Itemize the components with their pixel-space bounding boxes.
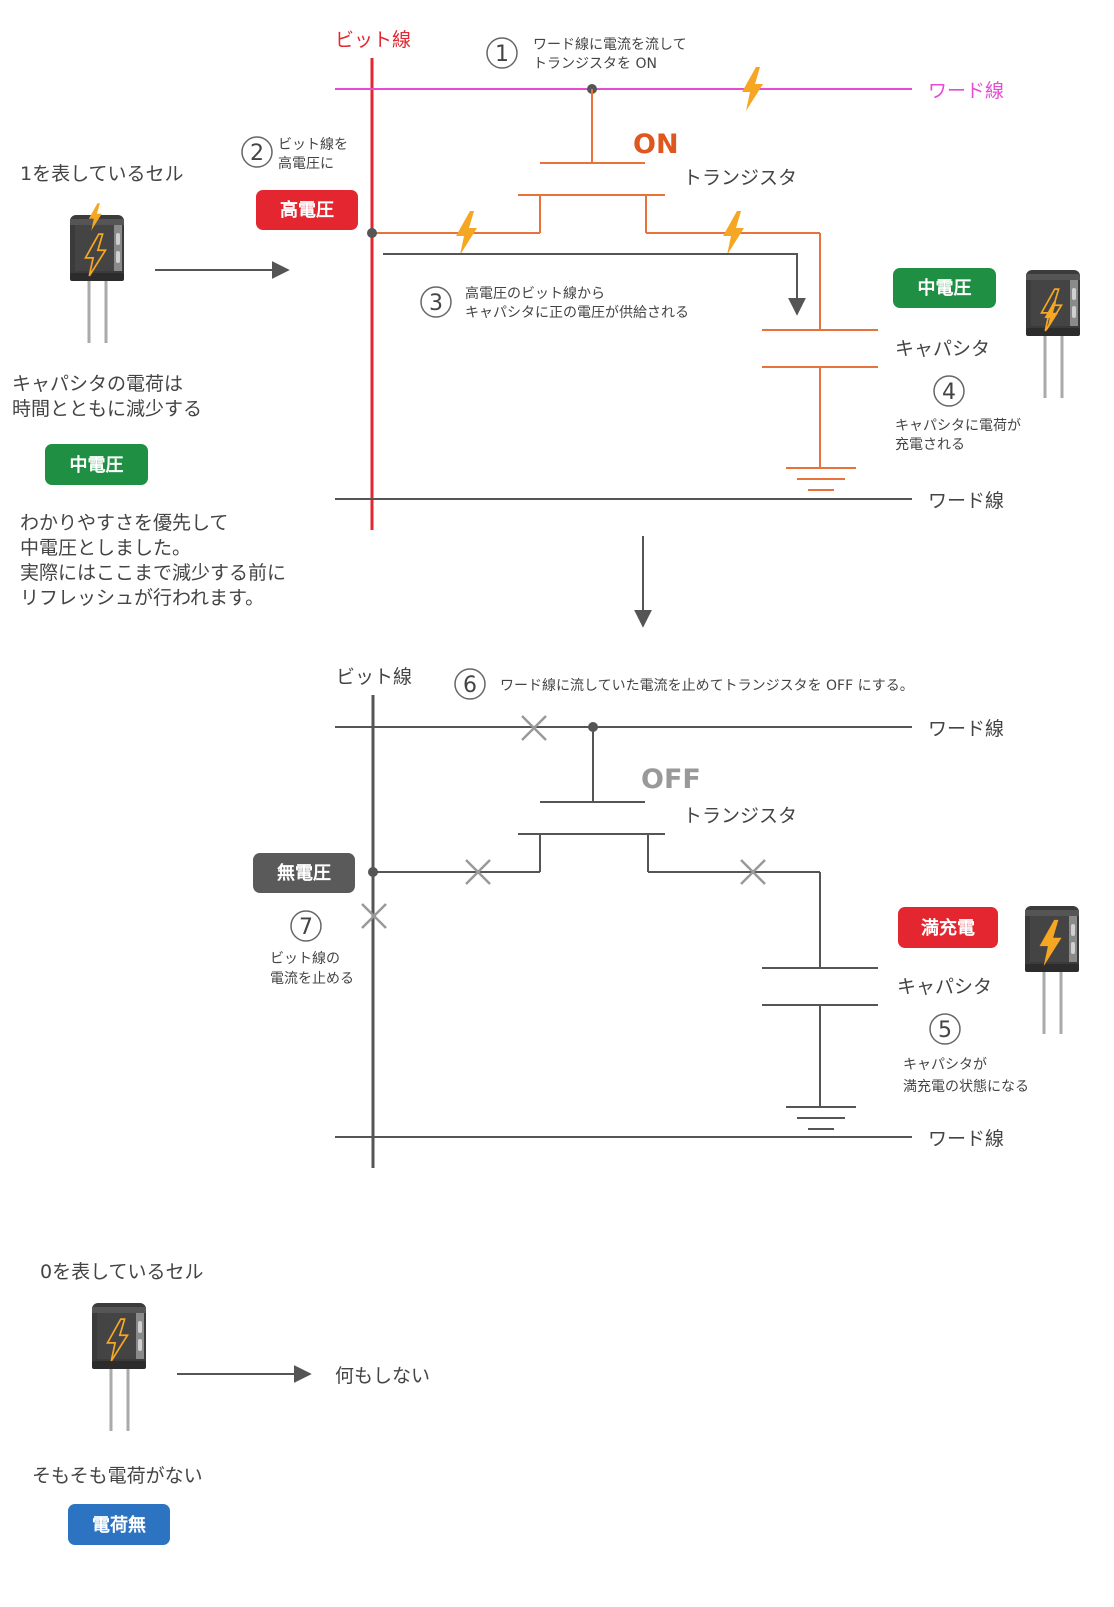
- step7-number: 7: [299, 915, 313, 940]
- step5-line1: キャパシタが: [903, 1057, 987, 1073]
- badge-full-charge: 満充電: [898, 907, 998, 948]
- badge-no-charge: 電荷無: [68, 1504, 170, 1545]
- zero-cell-section: 0を表しているセル 何もしない そもそも電荷がない 電荷無: [32, 1261, 430, 1545]
- diagram-write-on: ビット線 ワード線 1 ワード線に電流を流して トランジスタを ON ON トラ…: [241, 29, 1082, 530]
- left-panel: 1を表しているセル キャパシタの電荷は 時間とともに減少する 中電圧 わかりやす…: [12, 163, 290, 609]
- step1-line1: ワード線に電流を流して: [533, 37, 687, 53]
- diagram-write-off: ビット線 6 ワード線に流していた電流を止めてトランジスタを OFF にする。 …: [253, 666, 1081, 1168]
- capacitor-mid-charge-icon-right: [1024, 268, 1082, 400]
- word-line-top-label: ワード線: [928, 80, 1004, 102]
- step4-number: 4: [942, 380, 956, 405]
- step2-line2: 高電圧に: [278, 155, 334, 172]
- svg-text:中電圧: 中電圧: [70, 454, 124, 476]
- step6-text: ワード線に流していた電流を止めてトランジスタを OFF にする。: [500, 678, 914, 694]
- svg-text:電荷無: 電荷無: [92, 1514, 146, 1536]
- capacitor-full-charge-icon: [1023, 904, 1081, 1036]
- step3-line2: キャパシタに正の電圧が供給される: [465, 305, 689, 321]
- note-line1: わかりやすさを優先して: [20, 512, 228, 534]
- note-line4: リフレッシュが行われます。: [20, 587, 264, 609]
- step5-line2: 満充電の状態になる: [903, 1079, 1029, 1095]
- note-line3: 実際にはここまで減少する前に: [20, 562, 286, 584]
- capacitor-label: キャパシタ: [895, 338, 990, 360]
- current-flow-arrow: [383, 253, 806, 316]
- step3-line1: 高電圧のビット線から: [465, 285, 605, 302]
- word-line-top-label-2: ワード線: [928, 718, 1004, 740]
- step1-line2: トランジスタを ON: [533, 56, 657, 72]
- cell0-title: 0を表しているセル: [40, 1261, 204, 1283]
- stop-mark-icon: [740, 859, 766, 885]
- svg-text:満充電: 満充電: [921, 917, 975, 939]
- cell1-title: 1を表しているセル: [20, 163, 184, 185]
- step7-line2: 電流を止める: [270, 971, 354, 987]
- svg-text:無電圧: 無電圧: [277, 862, 331, 884]
- step4-line1: キャパシタに電荷が: [895, 418, 1021, 434]
- svg-text:高電圧: 高電圧: [280, 199, 334, 221]
- step2-number: 2: [250, 141, 264, 166]
- capacitor-label-2: キャパシタ: [897, 976, 992, 998]
- stop-mark-icon: [465, 859, 491, 885]
- bit-line-label-2: ビット線: [336, 666, 412, 688]
- badge-mid-right: 中電圧: [893, 268, 996, 308]
- bit-line-label: ビット線: [335, 29, 411, 51]
- transistor-label: トランジスタ: [683, 167, 797, 189]
- stop-mark-icon: [361, 903, 387, 929]
- capacitor-empty-icon: [90, 1301, 148, 1433]
- zero-result: 何もしない: [335, 1365, 430, 1387]
- step1-number: 1: [495, 42, 509, 67]
- stop-mark-icon: [521, 715, 547, 741]
- word-line-bottom-label-2: ワード線: [928, 1128, 1004, 1150]
- note-line2: 中電圧としました。: [20, 537, 191, 559]
- step6-number: 6: [463, 673, 477, 698]
- badge-mid-left: 中電圧: [45, 444, 148, 485]
- cap-decay-line1: キャパシタの電荷は: [12, 373, 183, 395]
- step5-number: 5: [938, 1018, 952, 1043]
- no-charge-text: そもそも電荷がない: [32, 1465, 203, 1487]
- transistor-label-2: トランジスタ: [683, 805, 797, 827]
- step2-line1: ビット線を: [278, 137, 348, 153]
- svg-text:中電圧: 中電圧: [918, 277, 972, 299]
- transistor-state-on: ON: [633, 129, 679, 160]
- badge-high-voltage: 高電圧: [256, 190, 358, 230]
- transistor-state-off: OFF: [641, 764, 701, 795]
- badge-no-voltage: 無電圧: [253, 853, 355, 893]
- cap-decay-line2: 時間とともに減少する: [12, 398, 202, 420]
- word-line-bottom-label: ワード線: [928, 490, 1004, 512]
- step7-line1: ビット線の: [270, 951, 340, 967]
- step4-line2: 充電される: [895, 437, 965, 453]
- step3-number: 3: [429, 291, 443, 316]
- capacitor-mid-charge-icon: [68, 203, 126, 345]
